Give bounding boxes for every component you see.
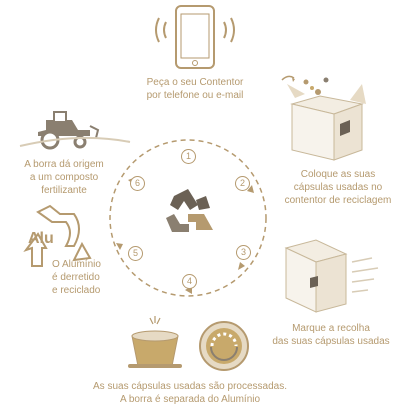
cycle-arrow (238, 262, 245, 270)
step-3-caption: Marque a recolha das suas cápsulas usada… (272, 323, 390, 347)
step-2-caption: Coloque as suas cápsulas usadas no conte… (284, 169, 392, 206)
step-number-6: 6 (130, 176, 145, 191)
recycle-icon (166, 189, 213, 232)
aluminium-label: Alu (28, 230, 54, 247)
cycle-path (109, 139, 267, 297)
step-number-1: 1 (181, 149, 196, 164)
tractor-icon (19, 111, 131, 150)
cycle-arrow (247, 185, 254, 193)
step-number-2: 2 (235, 176, 250, 191)
cycle-arrow (116, 243, 123, 250)
step-number-3: 3 (236, 245, 251, 260)
step-6-caption: A borra dá origem a um composto fertiliz… (24, 159, 104, 196)
step-4-caption: As suas cápsulas usadas são processadas.… (93, 381, 287, 405)
aluminium-recycle-icon (23, 204, 92, 267)
capsules-icon (128, 316, 249, 371)
step-number-5: 5 (128, 246, 143, 261)
step-5-caption: O Alumínio é derretido e reciclado (52, 259, 101, 296)
smartphone-icon (155, 5, 235, 69)
step-1-caption: Peça o seu Contentor por telefone ou e-m… (146, 77, 244, 101)
step-number-4: 4 (182, 274, 197, 289)
box-delivery-icon (284, 239, 379, 313)
recycling-box-icon (281, 75, 366, 161)
